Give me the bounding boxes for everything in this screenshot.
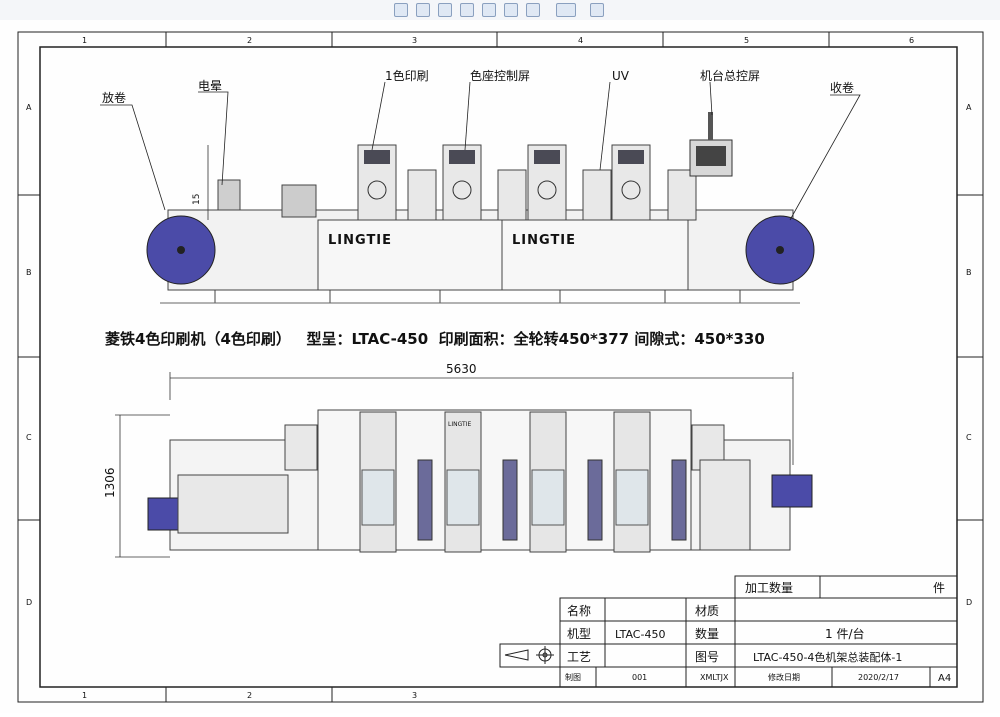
qty-label: 加工数量 (745, 580, 793, 595)
title-block (499, 575, 958, 688)
zone-col-5: 5 (744, 36, 749, 45)
drawn-value: 001 (632, 673, 647, 682)
callout-print-unit-1: 1色印刷 (385, 69, 429, 83)
projection-symbol-icon (504, 646, 554, 664)
model-value: LTAC-450 (615, 628, 665, 641)
machine-spec-text: 菱铁4色印刷机（4色印刷） 型呈：LTAC-450 印刷面积：全轮转450*37… (105, 330, 765, 348)
zone-col-4: 4 (578, 36, 583, 45)
callout-main-control-screen: 机台总控屏 (700, 68, 760, 83)
zone-col-1: 1 (82, 36, 87, 45)
hide-show-icon[interactable] (556, 3, 576, 17)
zone-row-c: C (26, 433, 32, 442)
view-toolbar (0, 0, 1000, 20)
zone-col-bottom-3: 3 (412, 691, 417, 700)
zone-col-3: 3 (412, 36, 417, 45)
callout-corona: 电晕 (198, 79, 222, 93)
inner-border (39, 46, 958, 688)
zone-row-b: B (26, 268, 32, 277)
zone-row-a-right: A (966, 103, 972, 112)
drawn-label: 制图 (565, 672, 581, 682)
model-label: 机型 (567, 627, 591, 641)
count-value: 1 件/台 (825, 626, 865, 641)
display-style-icon[interactable] (526, 3, 540, 17)
callout-uv: UV (612, 69, 630, 83)
front-view: 15 LINGTIE LINGTIE (146, 112, 815, 304)
callout-rewind: 收卷 (830, 80, 854, 95)
modified-value: 2020/2/17 (858, 673, 899, 682)
zoom-to-fit-icon[interactable] (394, 3, 408, 17)
drawing-sheet[interactable]: 1 2 3 4 5 6 1 2 3 A B C D A B C D (0, 20, 1000, 713)
zone-row-d-right: D (966, 598, 972, 607)
process-label: 工艺 (567, 650, 591, 664)
view-settings-icon[interactable] (504, 3, 518, 17)
zone-row-d: D (26, 598, 32, 607)
section-view-icon[interactable] (590, 3, 604, 17)
dimension-length: 5630 (446, 362, 477, 376)
zone-row-b-right: B (966, 268, 972, 277)
brand-label-top-view: LINGTIE (448, 421, 471, 428)
top-view: LINGTIE (115, 372, 813, 558)
sheet-size: A4 (938, 673, 951, 684)
brand-label-left: LINGTIE (328, 233, 392, 248)
callouts (100, 81, 861, 221)
brand-label-right: LINGTIE (512, 233, 576, 248)
count-label: 数量 (695, 626, 719, 641)
outer-border (17, 31, 984, 703)
material-label: 材质 (695, 604, 719, 618)
drawing-no-value: LTAC-450-4色机架总装配体-1 (753, 650, 902, 664)
rotate-icon[interactable] (460, 3, 474, 17)
modified-label: 修改日期 (768, 672, 800, 682)
redo-icon[interactable] (482, 3, 496, 17)
dimension-width: 1306 (103, 467, 117, 498)
callout-unwind: 放卷 (102, 90, 126, 105)
zone-col-2: 2 (247, 36, 252, 45)
dim-small: 15 (192, 194, 202, 205)
previous-view-icon[interactable] (438, 3, 452, 17)
zone-col-bottom-1: 1 (82, 691, 87, 700)
qty-unit: 件 (933, 581, 945, 595)
zone-col-bottom-2: 2 (247, 691, 252, 700)
zone-col-6: 6 (909, 36, 914, 45)
name-label: 名称 (567, 603, 591, 618)
zoom-area-icon[interactable] (416, 3, 430, 17)
callout-color-control-screen: 色座控制屏 (470, 68, 530, 83)
designer-value: XMLTJX (700, 673, 729, 682)
top-zone-ticks (18, 32, 983, 702)
zone-row-a: A (26, 103, 32, 112)
zone-row-c-right: C (966, 433, 972, 442)
drawing-no-label: 图号 (695, 650, 719, 664)
drawing-canvas: 1 2 3 4 5 6 1 2 3 A B C D A B C D (17, 31, 984, 703)
